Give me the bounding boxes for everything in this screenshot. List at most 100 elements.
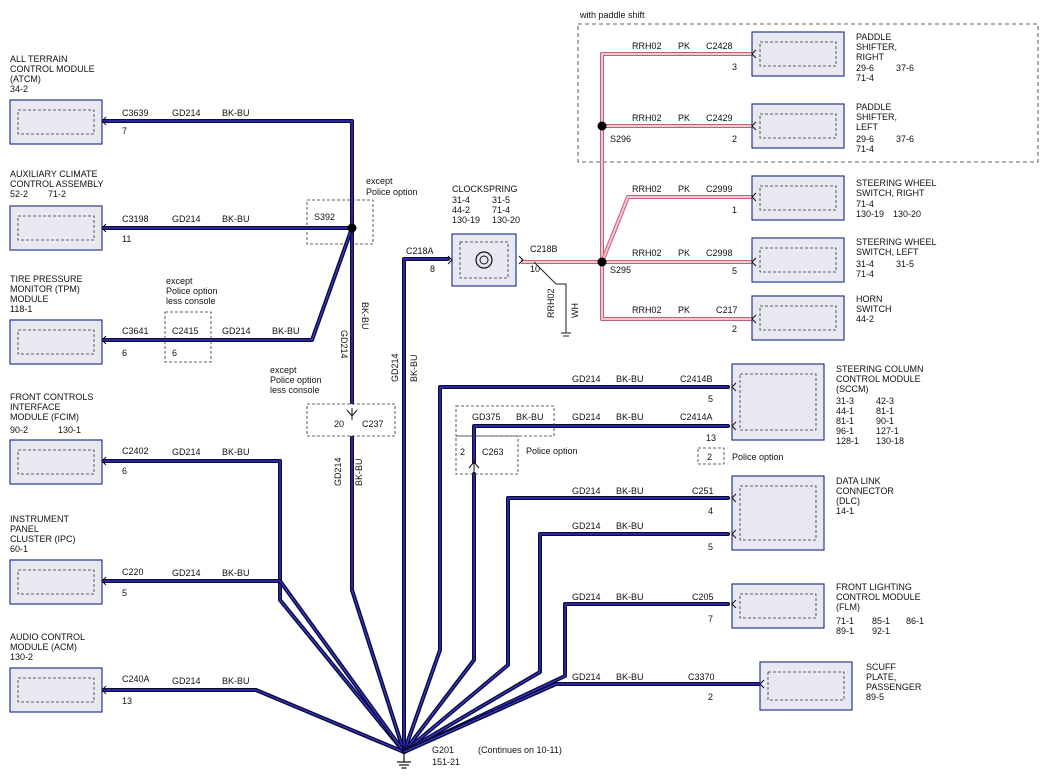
c237-arrow bbox=[346, 408, 358, 420]
sccm-police-pin: 2 bbox=[707, 452, 712, 462]
ground-note: (Continues on 10-11) bbox=[478, 745, 562, 755]
sccm-police-note: Police option bbox=[732, 452, 784, 462]
ground-g201: G201 151-21 (Continues on 10-11) bbox=[397, 745, 562, 769]
paddle-right-connector: C2428 bbox=[706, 41, 733, 51]
wh-wire-color: WH bbox=[570, 303, 580, 318]
clockspring-c218a: C218A bbox=[406, 246, 434, 256]
svg-text:RRH02: RRH02 bbox=[632, 113, 662, 123]
clockspring-pin8: 8 bbox=[430, 264, 435, 274]
ground-ref: 151-21 bbox=[432, 757, 460, 767]
paddle-left-pin: 2 bbox=[732, 134, 737, 144]
clockspring-c218b: C218B bbox=[530, 244, 558, 254]
horn-signal-wires bbox=[521, 52, 752, 321]
flm-connector: C205 bbox=[692, 592, 714, 602]
c2415-option-box bbox=[164, 311, 212, 363]
svg-text:BK-BU: BK-BU bbox=[222, 447, 250, 457]
wire-label-v6: BK-BU bbox=[409, 354, 419, 382]
scuff-connector: C3370 bbox=[688, 672, 715, 682]
c237-option-box bbox=[306, 403, 396, 437]
aca-pin: 11 bbox=[122, 234, 131, 244]
svg-text:GD214: GD214 bbox=[172, 568, 201, 578]
svg-text:BK-BU: BK-BU bbox=[616, 672, 644, 682]
c237-label: C237 bbox=[362, 419, 384, 429]
ground-id: G201 bbox=[432, 745, 454, 755]
svg-text:BK-BU: BK-BU bbox=[616, 412, 644, 422]
svg-text:PK: PK bbox=[678, 113, 690, 123]
aca-connector: C3198 bbox=[122, 214, 149, 224]
horn-pin: 2 bbox=[732, 324, 737, 334]
sccm-pin-b: 5 bbox=[708, 394, 713, 404]
splice-s392-label: S392 bbox=[314, 212, 335, 222]
svg-text:BK-BU: BK-BU bbox=[616, 486, 644, 496]
c237-pin: 20 bbox=[334, 419, 344, 429]
svg-text:GD214: GD214 bbox=[572, 672, 601, 682]
dlc-connector: C251 bbox=[692, 486, 714, 496]
swc-right-pin: 1 bbox=[732, 205, 737, 215]
clockspring-coil-icon bbox=[475, 251, 493, 269]
gd375-color: BK-BU bbox=[516, 412, 544, 422]
svg-text:RRH02: RRH02 bbox=[632, 184, 662, 194]
c2415-label: C2415 bbox=[172, 326, 199, 336]
svg-text:PK: PK bbox=[678, 305, 690, 315]
wh-wire bbox=[533, 261, 567, 333]
ipc-connector: C220 bbox=[122, 567, 144, 577]
atcm-connector: C3639 bbox=[122, 108, 149, 118]
wire-label-v1: GD214 bbox=[339, 330, 349, 359]
acm-connector: C240A bbox=[122, 674, 150, 684]
svg-text:RRH02: RRH02 bbox=[632, 41, 662, 51]
wire-label-v2: BK-BU bbox=[360, 302, 370, 330]
svg-text:BK-BU: BK-BU bbox=[222, 568, 250, 578]
svg-text:BK-BU: BK-BU bbox=[616, 592, 644, 602]
paddle-left-connector: C2429 bbox=[706, 113, 733, 123]
svg-text:GD214: GD214 bbox=[172, 108, 201, 118]
splice-s295 bbox=[597, 257, 607, 267]
gd375-option-box bbox=[455, 405, 555, 437]
splice-s296-label: S296 bbox=[610, 134, 631, 144]
wh-wire-label: RRH02 bbox=[546, 288, 556, 318]
swc-left-connector: C2998 bbox=[706, 248, 733, 258]
paddle-right-pin: 3 bbox=[732, 62, 737, 72]
c263-label: C263 bbox=[482, 447, 504, 457]
swc-right-connector: C2999 bbox=[706, 184, 733, 194]
swc-left-pin: 5 bbox=[732, 266, 737, 276]
svg-text:GD214: GD214 bbox=[172, 214, 201, 224]
wire-label-v4: BK-BU bbox=[354, 458, 364, 486]
sccm-connector-a: C2414A bbox=[680, 412, 713, 422]
c263-note: Police option bbox=[526, 446, 578, 456]
tpm-connector: C3641 bbox=[122, 326, 149, 336]
svg-text:GD214: GD214 bbox=[572, 486, 601, 496]
svg-text:BK-BU: BK-BU bbox=[616, 374, 644, 384]
sccm-pin-a: 13 bbox=[706, 433, 716, 443]
svg-text:BK-BU: BK-BU bbox=[222, 676, 250, 686]
clockspring-name: CLOCKSPRING bbox=[452, 184, 518, 194]
wire-label-v3: GD214 bbox=[333, 457, 343, 486]
tpm-pin: 6 bbox=[122, 348, 127, 358]
svg-text:GD214: GD214 bbox=[572, 521, 601, 531]
fcim-connector: C2402 bbox=[122, 446, 149, 456]
sccm-connector-b: C2414B bbox=[680, 374, 713, 384]
